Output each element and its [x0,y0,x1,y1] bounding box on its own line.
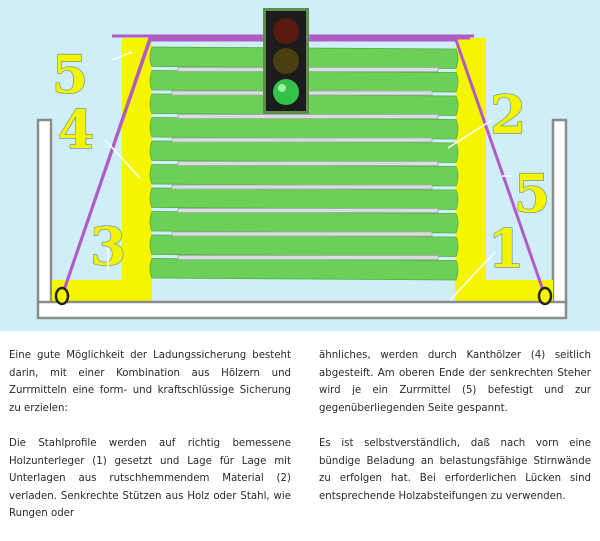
right-anchor-ring [537,286,553,306]
paragraph-continuation: ähnliches, werden durch Kanthölzer (4) s… [319,350,591,414]
steel-profile-layer [149,211,459,234]
anti-slip-underlay [177,114,439,119]
label-1: 1 [488,219,524,280]
leader-line-2 [447,119,493,149]
amber-light-icon [273,48,299,74]
anti-slip-underlay [171,231,433,237]
load-securing-diagram: 5 4 3 2 5 1 [36,8,568,320]
steel-profile-layer [149,187,459,210]
label-4: 4 [58,100,94,161]
anti-slip-underlay [177,255,439,260]
steel-profile-layer [149,164,459,187]
label-5-left: 5 [52,45,88,106]
traffic-light [263,8,309,114]
anti-slip-underlay [177,161,439,166]
steel-profile-layers [149,46,459,281]
anti-slip-underlay [171,137,433,143]
leader-line-5-left [111,51,133,61]
green-light-highlight [278,84,286,92]
steel-profile-layer [149,258,459,281]
description-text: Eine gute Möglichkeit der Ladungssicheru… [0,331,600,519]
page: 5 4 3 2 5 1 Eine gute Möglichkeit der La… [0,0,600,519]
text-column-right: ähnliches, werden durch Kanthölzer (4) s… [319,347,591,523]
leader-line-1 [449,251,496,301]
text-column-left: Eine gute Möglichkeit der Ladungssicheru… [9,347,291,541]
paragraph-intro: Eine gute Möglichkeit der Ladungssicheru… [9,350,291,414]
left-anchor-ring [54,286,70,306]
right-vertical-post [456,38,486,302]
load-securing-illustration: 5 4 3 2 5 1 [0,0,600,331]
paragraph-front-loading: Es ist selbstverständlich, daß nach vorn… [319,437,591,502]
left-stake [36,118,53,307]
anti-slip-underlay [177,208,439,213]
steel-profile-layer [149,140,459,163]
anti-slip-underlay [171,184,433,190]
red-light-icon [273,18,299,44]
paragraph-method: Die Stahlprofile werden auf richtig beme… [9,437,291,520]
right-stake [551,118,568,307]
label-5-right: 5 [514,164,550,225]
lashing-strap-left [60,36,470,297]
green-light-icon [273,79,299,105]
steel-profile-layer [149,234,459,257]
label-2: 2 [490,85,526,146]
steel-profile-layer [149,117,459,140]
leader-line-4 [104,139,141,179]
truck-bed [36,300,568,320]
